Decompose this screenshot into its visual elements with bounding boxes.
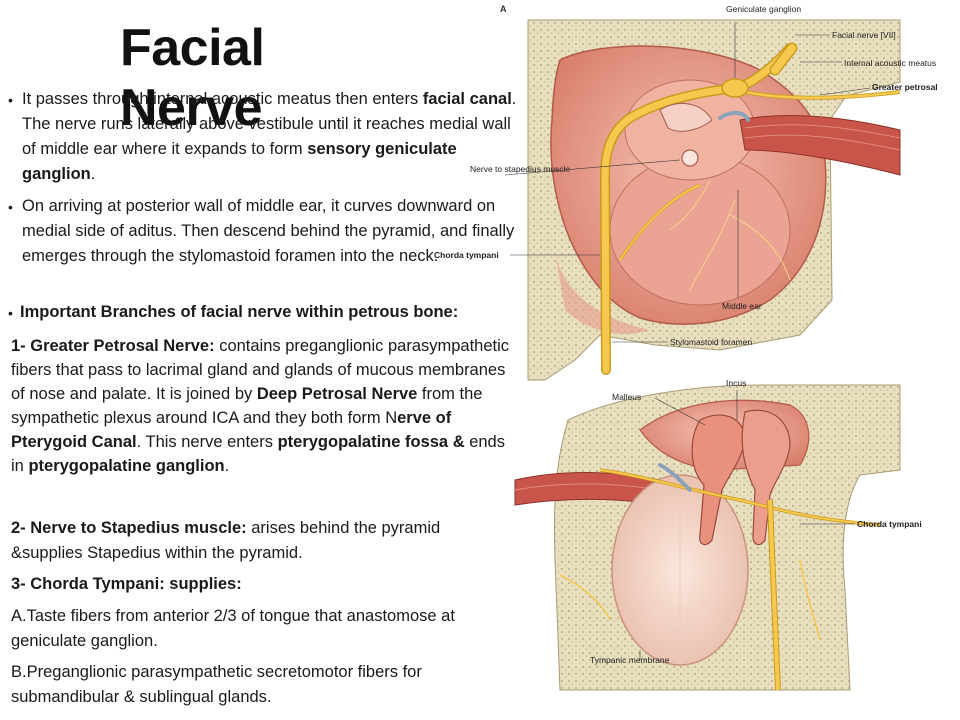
- bold-text: pterygopalatine ganglion: [28, 457, 225, 475]
- label-stylomastoid-foramen: Stylomastoid foramen: [670, 337, 752, 347]
- body-text: . This nerve enters: [136, 433, 278, 451]
- branch-chorda-heading: 3- Chorda Tympani: supplies:: [11, 572, 516, 597]
- bullet-marker: •: [8, 199, 13, 215]
- body-text: ends in: [11, 433, 505, 475]
- malleus-ossicle: [691, 414, 746, 546]
- label-geniculate-ganglion: Geniculate ganglion: [726, 4, 801, 14]
- bold-text: facial canal: [422, 90, 512, 108]
- bold-text: Important Branches of facial nerve withi…: [20, 303, 459, 321]
- bottom-panel-labels: Incus Malleus Chorda tympani Tympanic me…: [590, 378, 922, 665]
- label-tympanic-membrane: Tympanic membrane: [590, 655, 670, 665]
- petrous-bone: [527, 19, 901, 381]
- chorda-item-a: A.Taste fibers from anterior 2/3 of tong…: [11, 604, 521, 654]
- top-panel-illustration: [527, 19, 901, 381]
- body-text: B.Preganglionic parasympathetic secretom…: [11, 663, 422, 706]
- body-text: On arriving at posterior wall of middle …: [22, 197, 515, 265]
- label-incus: Incus: [726, 378, 746, 388]
- bold-text: 1- Greater Petrosal Nerve:: [11, 337, 215, 355]
- geniculate-ganglion: [721, 78, 749, 98]
- tympanic-membrane: [611, 474, 749, 666]
- bullet-marker: •: [8, 92, 13, 108]
- chorda-item-b: B.Preganglionic parasympathetic secretom…: [11, 660, 521, 710]
- branch-greater-petrosal: 1- Greater Petrosal Nerve: contains preg…: [11, 334, 516, 478]
- body-text: .: [224, 457, 230, 475]
- bold-text: Deep Petrosal Nerve: [256, 385, 418, 403]
- label-facial-nerve: Facial nerve [VII]: [832, 30, 896, 40]
- facial-nerve-trunk: [599, 43, 795, 375]
- page-title: Facial Nerve: [120, 19, 265, 137]
- body-text: It passes through internal acoustic meat…: [22, 90, 423, 108]
- label-chorda-tympani-bottom: Chorda tympani: [857, 519, 922, 529]
- bullet-paragraph: On arriving at posterior wall of middle …: [22, 194, 520, 269]
- tensor-tympani-muscle: [739, 114, 901, 176]
- body-text: from the sympathetic plexus around ICA a…: [11, 385, 483, 427]
- bold-text: 2- Nerve to Stapedius muscle:: [11, 519, 247, 537]
- body-text: arises behind the pyramid &supplies Stap…: [11, 519, 441, 562]
- branch-stapedius: 2- Nerve to Stapedius muscle: arises beh…: [11, 516, 516, 566]
- section-heading: Important Branches of facial nerve withi…: [20, 300, 525, 325]
- bold-text: 3- Chorda Tympani: supplies:: [11, 575, 242, 593]
- bold-text: pterygopalatine fossa &: [277, 433, 465, 451]
- panel-letter: A: [500, 4, 507, 14]
- bullet-paragraph: It passes through internal acoustic meat…: [22, 87, 520, 187]
- bold-text: erve of Pterygoid Canal: [11, 409, 452, 451]
- label-middle-ear: Middle ear: [722, 301, 762, 311]
- label-malleus: Malleus: [612, 392, 641, 402]
- incus-ossicle: [741, 409, 791, 546]
- temporal-bone-lower: [553, 384, 901, 691]
- greater-petrosal-nerve: [734, 88, 901, 100]
- bottom-panel-illustration: [514, 384, 901, 691]
- body-text: . The nerve runs laterally above vestibu…: [22, 90, 517, 158]
- chorda-tympani-nerve: [618, 183, 701, 261]
- epitympanic-recess: [639, 399, 810, 471]
- chorda-tympani-lower: [599, 468, 881, 527]
- middle-ear-cavity: [550, 45, 827, 325]
- label-internal-acoustic-meatus: Internal acoustic meatus: [844, 58, 936, 68]
- body-text: .: [90, 165, 96, 183]
- label-greater-petrosal: Greater petrosal: [872, 82, 938, 92]
- bullet-marker: •: [8, 305, 13, 321]
- bold-text: sensory geniculate ganglion: [22, 140, 457, 183]
- body-text: A.Taste fibers from anterior 2/3 of tong…: [11, 607, 455, 650]
- body-text: contains preganglionic parasympathetic f…: [11, 337, 510, 403]
